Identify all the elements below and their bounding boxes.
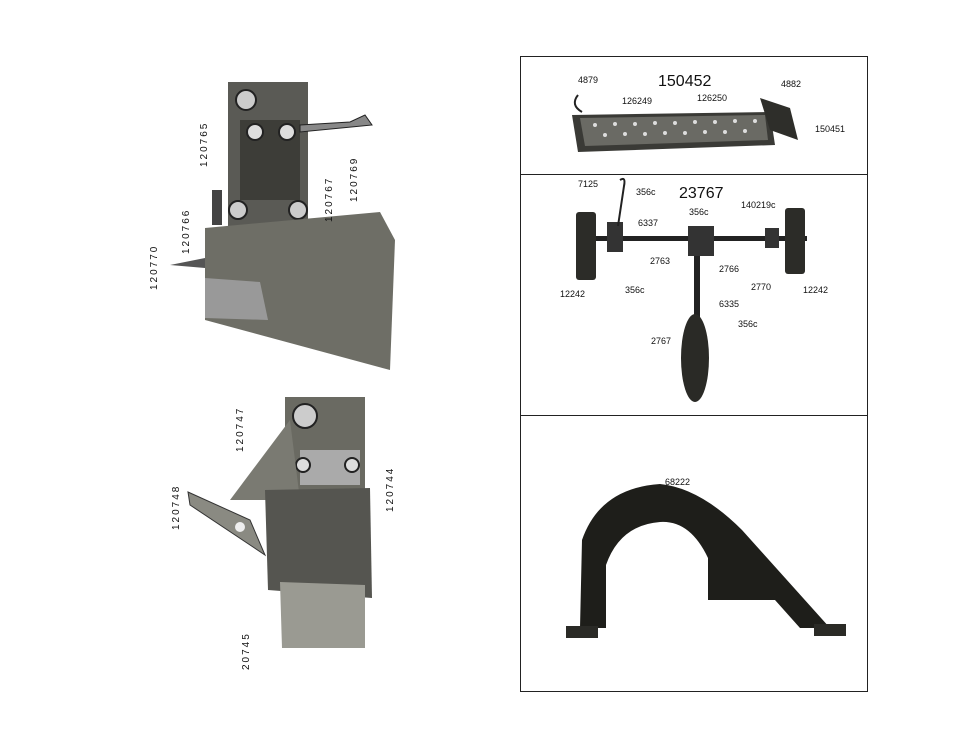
panel2-label-140219c: 140219c xyxy=(741,201,776,210)
panel2-label-356c-d: 356c xyxy=(738,320,758,329)
panel2-label-6335: 6335 xyxy=(719,300,739,309)
panel2-title: 23767 xyxy=(679,186,724,202)
panel1-label-4879: 4879 xyxy=(578,76,598,85)
panel3-label-68222: 68222 xyxy=(665,478,690,487)
perforated-plate-drawing xyxy=(572,95,798,152)
panel2-label-356c-b: 356c xyxy=(689,208,709,217)
panel1-label-150451: 150451 xyxy=(815,125,845,134)
panel2-label-2766: 2766 xyxy=(719,265,739,274)
arch-bracket-drawing xyxy=(566,484,846,638)
panel2-label-12242-b: 12242 xyxy=(803,286,828,295)
panel1-label-4882: 4882 xyxy=(781,80,801,89)
panel1-label-126249: 126249 xyxy=(622,97,652,106)
panel1-label-126250: 126250 xyxy=(697,94,727,103)
panel2-label-2770: 2770 xyxy=(751,283,771,292)
panel2-label-2763: 2763 xyxy=(650,257,670,266)
panel2-label-7125: 7125 xyxy=(578,180,598,189)
panel2-label-12242-a: 12242 xyxy=(560,290,585,299)
panel1-title: 150452 xyxy=(658,74,711,90)
panel2-label-6337: 6337 xyxy=(638,219,658,228)
panel2-label-2767: 2767 xyxy=(651,337,671,346)
panel2-label-356c-c: 356c xyxy=(625,286,645,295)
panel2-label-356c-a: 356c xyxy=(636,188,656,197)
